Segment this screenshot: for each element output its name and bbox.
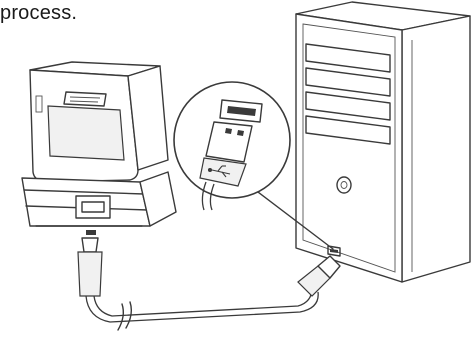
device-latch: [76, 196, 110, 218]
usb-a-plug: [298, 256, 340, 296]
usb-zoom-callout: [174, 82, 290, 210]
device-label: [64, 92, 106, 106]
micro-usb-plug: [82, 238, 98, 252]
device-unit: [22, 62, 176, 235]
usb-cable: [78, 238, 340, 330]
zoom-usb-plug: [206, 122, 252, 162]
device-window: [48, 106, 124, 160]
